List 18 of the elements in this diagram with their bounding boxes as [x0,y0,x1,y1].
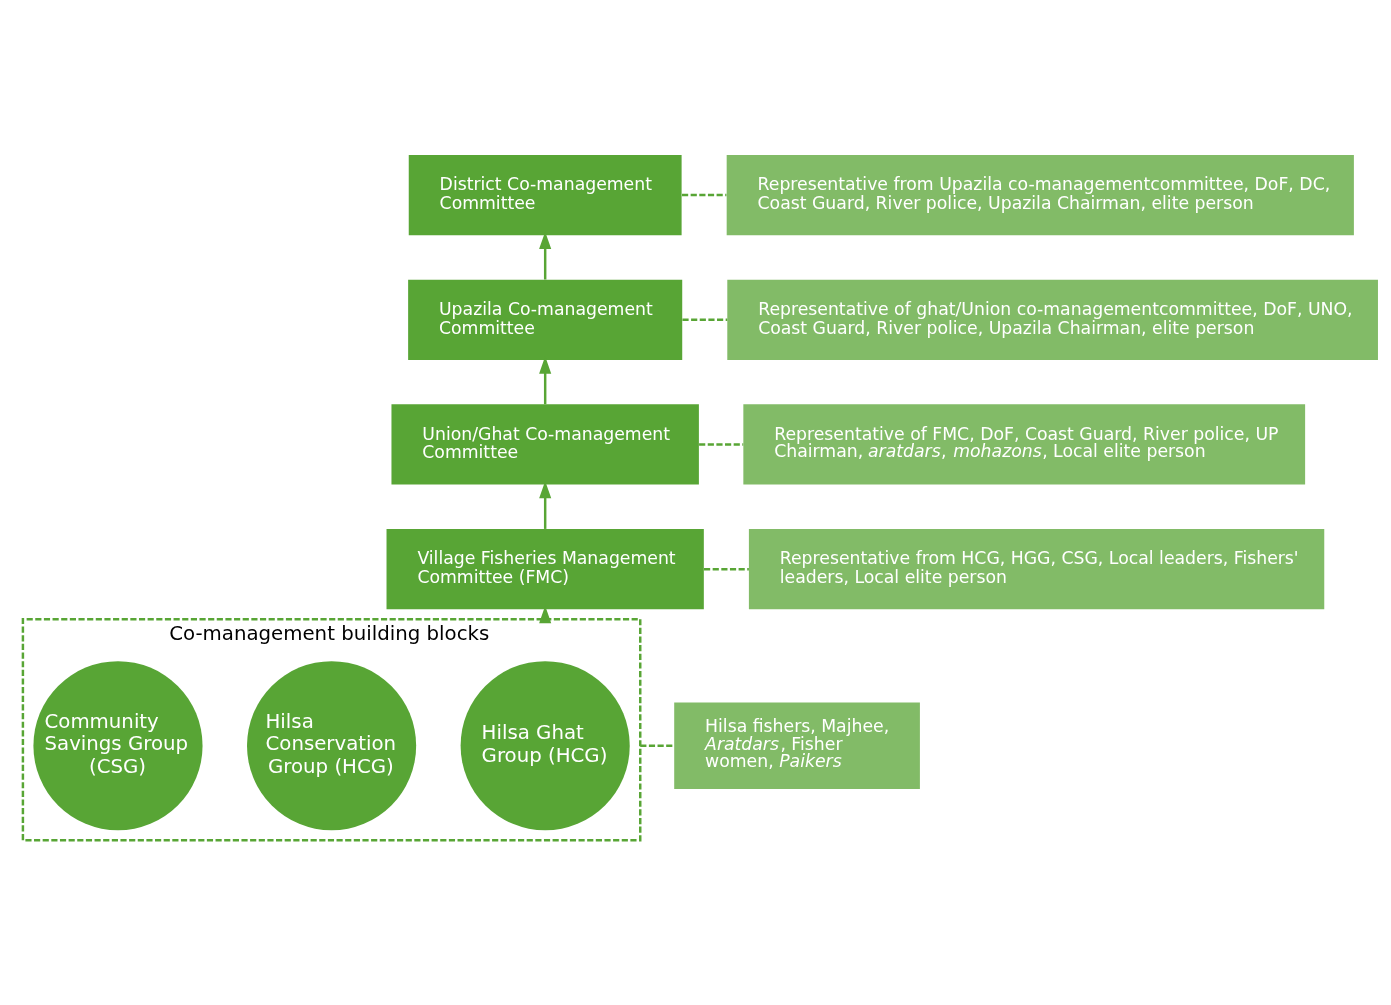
node-box: Representative from Upazila co-managementcommittee, DoF, DC, Coast Guard, River police, Upazila Chairman, elite person [726,154,1354,236]
connector [682,318,728,321]
node-circle: Hilsa Ghat Group (HCG) [460,661,630,831]
node-circle: Community Savings Group (CSG) [33,661,203,831]
node-circle: Hilsa Conservation Group (HCG) [247,661,417,831]
connector [640,744,674,747]
node-box: Representative of ghat/Union co-managementcommittee, DoF, UNO, Coast Guard, River police, Upazila Chairman, elite person [727,279,1378,360]
node-box: District Co-management Committee [408,154,682,236]
connector [704,567,749,571]
arrow [539,481,552,529]
connector [682,193,727,197]
node-box: Village Fisheries Management Committee (FMC) [386,529,704,610]
node-box: Upazila Co-management Committee [408,279,683,360]
node-box: Representative of FMC, DoF, Coast Guard, River police, UP Chairman, aratdars, mohazons, Local elite person [743,404,1306,485]
connector [699,443,744,446]
node-box: Hilsa fishers, Majhee, Aratdars, Fisher women, Paikers [674,702,920,789]
node-box: Union/Ghat Co-management Committee [391,404,699,485]
node-box: Representative from HCG, HGG, CSG, Local leaders, Fishers' leaders, Local elite person [748,529,1325,610]
